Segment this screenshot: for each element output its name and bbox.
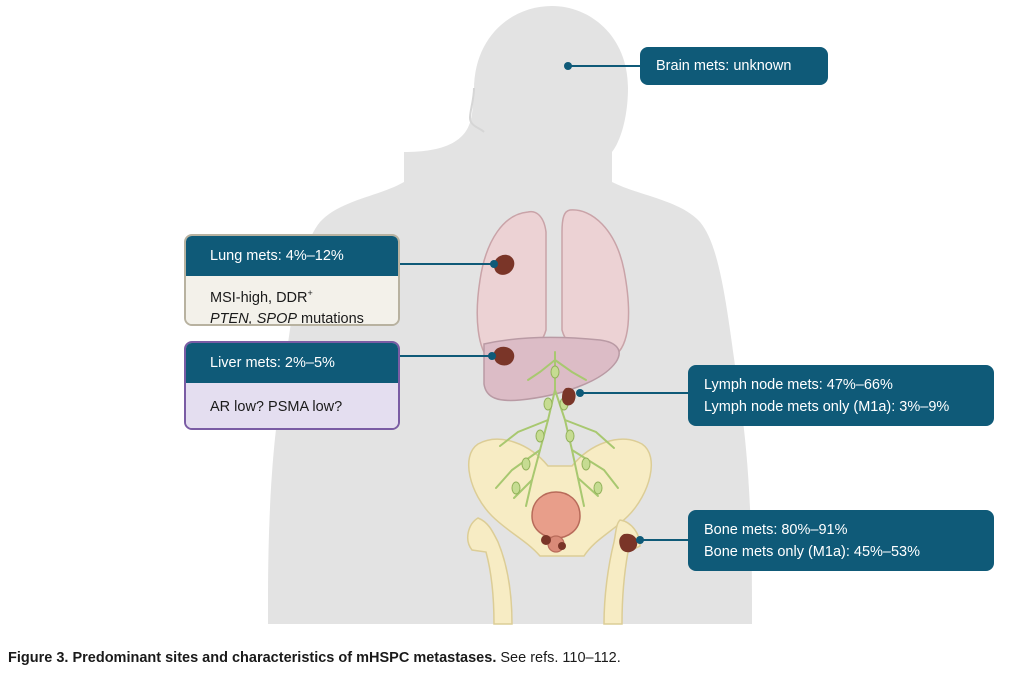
liver-lesion bbox=[493, 346, 515, 366]
brain-mets-label: Brain mets: unknown bbox=[656, 58, 792, 74]
bone-mets-label: Bone mets: 80%–91% bbox=[704, 521, 848, 538]
caption-title: Figure 3. Predominant sites and characte… bbox=[8, 650, 497, 666]
bone-lesion-pelvis-right bbox=[558, 542, 566, 550]
lung-mets-label: Lung mets: 4%–12% bbox=[210, 248, 344, 264]
liver-mets-callout: Liver mets: 2%–5% AR low? PSMA low? bbox=[184, 341, 400, 430]
liver-mets-details: AR low? PSMA low? bbox=[186, 383, 398, 428]
bone-mets-only-label: Bone mets only (M1a): 45%–53% bbox=[704, 543, 920, 560]
liver-mets-header: Liver mets: 2%–5% bbox=[186, 343, 398, 383]
lung-mets-callout: Lung mets: 4%–12% MSI-high, DDR+ PTEN, S… bbox=[184, 234, 400, 326]
anatomy-illustration bbox=[268, 6, 752, 625]
bladder bbox=[531, 491, 581, 539]
figure-caption: Figure 3. Predominant sites and characte… bbox=[8, 650, 621, 666]
bone-mets-callout: Bone mets: 80%–91% Bone mets only (M1a):… bbox=[688, 510, 994, 571]
lymph-nodes bbox=[511, 365, 603, 495]
lung-ddr-superscript: + bbox=[307, 288, 313, 298]
lung-mets-details: MSI-high, DDR+ PTEN, SPOP mutations bbox=[186, 276, 398, 326]
lung-mutations-text: mutations bbox=[297, 310, 364, 326]
bone-lesion-femur bbox=[619, 533, 638, 553]
lung-details-line2: PTEN, SPOP mutations bbox=[210, 309, 374, 326]
lung-lesion bbox=[493, 254, 515, 275]
lymph-node-mets-label: Lymph node mets: 47%–66% bbox=[704, 376, 893, 393]
liver-ar-psma-text: AR low? PSMA low? bbox=[210, 398, 343, 415]
liver-mets-label: Liver mets: 2%–5% bbox=[210, 355, 335, 371]
lung-msi-ddr-text: MSI-high, DDR bbox=[210, 289, 308, 306]
bone-lesion-pelvis-left bbox=[541, 535, 551, 545]
leader-lines bbox=[398, 65, 690, 541]
lymph-node-mets-callout: Lymph node mets: 47%–66% Lymph node mets… bbox=[688, 365, 994, 426]
lung-mets-header: Lung mets: 4%–12% bbox=[186, 236, 398, 276]
lung-details-line1: MSI-high, DDR+ bbox=[210, 283, 374, 309]
lymphatic-network bbox=[495, 351, 619, 507]
lymph-lesion bbox=[562, 387, 576, 406]
caption-refs: See refs. 110–112. bbox=[496, 650, 621, 666]
leader-dots bbox=[488, 62, 644, 544]
left-femur bbox=[466, 517, 513, 625]
face-profile bbox=[468, 87, 485, 133]
brain-mets-callout: Brain mets: unknown bbox=[640, 47, 828, 85]
lymph-node-only-label: Lymph node mets only (M1a): 3%–9% bbox=[704, 398, 950, 415]
lung-gene-names: PTEN, SPOP bbox=[210, 310, 298, 326]
